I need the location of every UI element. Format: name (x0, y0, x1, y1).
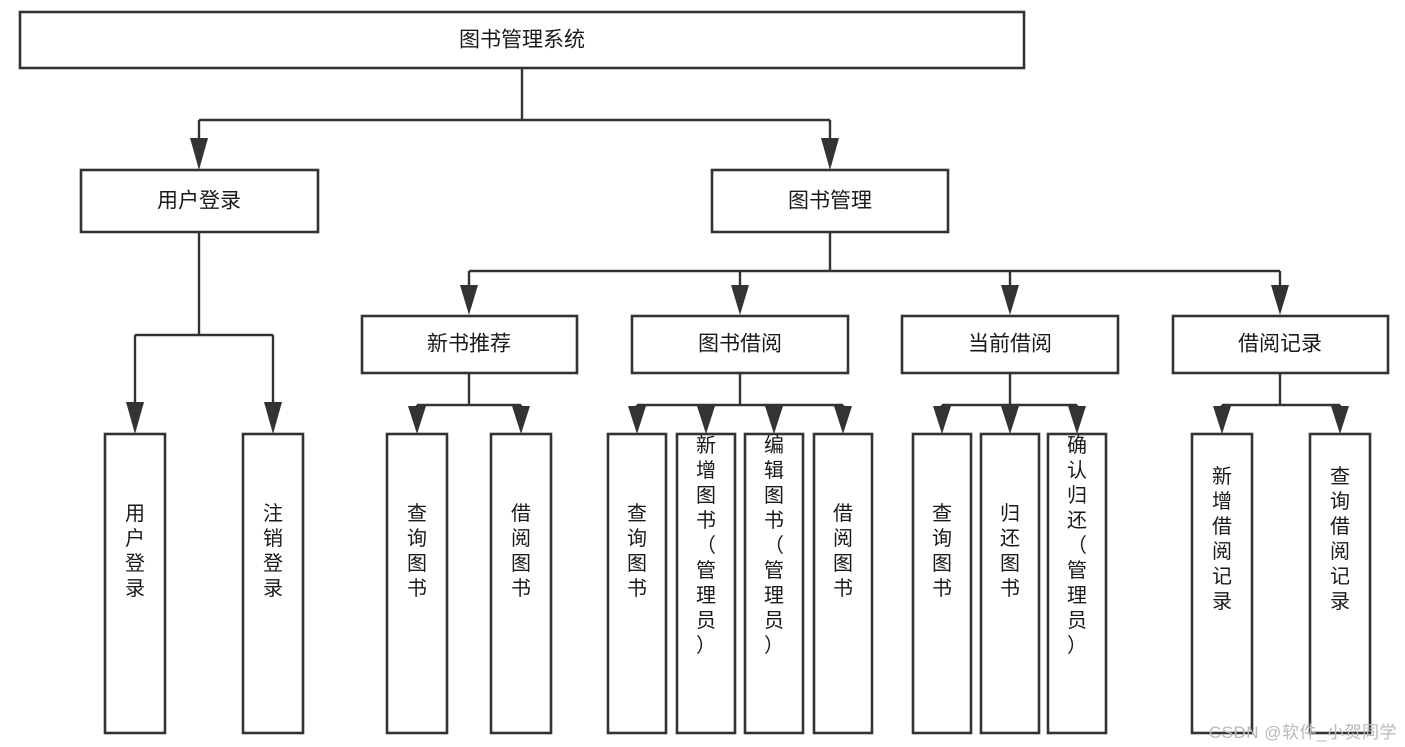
node-leaf-query-record-box[interactable] (1308, 432, 1372, 735)
node-leaf-borrow-book-2-label: 借阅图书 (833, 502, 853, 600)
node-leaf-add-book[interactable]: 新增图书（管理员） (675, 432, 737, 735)
arrow-head-leaf-query-book-2 (628, 406, 646, 434)
node-leaf-borrow-book-1[interactable]: 借阅图书 (489, 432, 553, 735)
arrow-head-leaf-query-book-3 (933, 406, 951, 434)
node-user-login-box[interactable] (79, 168, 320, 234)
node-user-login[interactable]: 用户登录 (79, 168, 320, 234)
node-leaf-edit-book[interactable]: 编辑图书（管理员） (743, 432, 805, 735)
node-new-book-rec-box[interactable] (360, 314, 579, 375)
connector-group-borrow-record (1213, 373, 1349, 434)
arrow-head-leaf-borrow-book-1 (512, 406, 530, 434)
node-leaf-confirm-return-label: 确认归还（管理员） (1067, 434, 1087, 657)
node-leaf-query-book-2-label: 查询图书 (627, 502, 647, 600)
node-leaf-user-login-box[interactable] (103, 432, 167, 735)
node-borrow-record-box[interactable] (1171, 314, 1390, 375)
arrow-head-leaf-borrow-book-2 (834, 406, 852, 434)
arrow-head-leaf-user-login (126, 402, 144, 434)
node-leaf-logout-box[interactable] (241, 432, 305, 735)
node-leaf-query-book-1-box[interactable] (385, 432, 449, 735)
node-book-manage-label: 图书管理 (788, 190, 872, 213)
arrow-head-leaf-confirm-return (1068, 406, 1086, 434)
node-leaf-confirm-return[interactable]: 确认归还（管理员） (1046, 432, 1108, 735)
node-book-manage-box[interactable] (710, 168, 950, 234)
node-root-label: 图书管理系统 (459, 29, 585, 52)
node-leaf-add-record[interactable]: 新增借阅记录 (1190, 432, 1254, 735)
node-leaf-query-book-1[interactable]: 查询图书 (385, 432, 449, 735)
node-leaf-add-book-box[interactable] (675, 432, 737, 735)
node-new-book-rec-label: 新书推荐 (427, 333, 511, 356)
node-book-borrow[interactable]: 图书借阅 (630, 314, 850, 375)
node-leaf-query-book-3[interactable]: 查询图书 (911, 432, 973, 735)
node-book-borrow-label: 图书借阅 (698, 333, 782, 356)
node-leaf-user-login-label: 用户登录 (125, 503, 145, 600)
node-current-borrow-box[interactable] (900, 314, 1120, 375)
node-book-borrow-box[interactable] (630, 314, 850, 375)
node-leaf-query-record-label: 查询借阅记录 (1330, 465, 1350, 613)
node-current-borrow[interactable]: 当前借阅 (900, 314, 1120, 375)
connector-group-book-borrow (628, 373, 852, 434)
node-root-box[interactable] (18, 10, 1026, 70)
node-leaf-query-record[interactable]: 查询借阅记录 (1308, 432, 1372, 735)
node-leaf-query-book-3-box[interactable] (911, 432, 973, 735)
arrow-head-user-login (190, 138, 208, 170)
arrow-head-leaf-add-book (697, 406, 715, 434)
arrow-head-leaf-query-record (1331, 406, 1349, 434)
node-borrow-record-label: 借阅记录 (1238, 333, 1322, 356)
node-leaf-logout[interactable]: 注销登录 (241, 432, 305, 735)
node-book-manage[interactable]: 图书管理 (710, 168, 950, 234)
arrow-head-leaf-edit-book (765, 406, 783, 434)
arrow-head-new-book-rec (460, 285, 478, 315)
node-leaf-add-record-label: 新增借阅记录 (1212, 465, 1232, 613)
connector-group-root (190, 68, 839, 170)
arrow-head-borrow-record (1271, 285, 1289, 315)
arrow-head-leaf-return-book (1001, 406, 1019, 434)
node-leaf-edit-book-box[interactable] (743, 432, 805, 735)
arrow-head-leaf-query-book-1 (408, 406, 426, 434)
node-borrow-record[interactable]: 借阅记录 (1171, 314, 1390, 375)
node-leaf-query-book-2[interactable]: 查询图书 (606, 432, 668, 735)
node-leaf-borrow-book-1-box[interactable] (489, 432, 553, 735)
node-leaf-logout-label: 注销登录 (263, 502, 283, 600)
node-leaf-add-book-label: 新增图书（管理员） (696, 434, 716, 657)
node-leaf-return-book[interactable]: 归还图书 (979, 432, 1041, 735)
node-leaf-query-book-2-box[interactable] (606, 432, 668, 735)
node-leaf-user-login[interactable]: 用户登录 (103, 432, 167, 735)
node-leaf-borrow-book-2[interactable]: 借阅图书 (812, 432, 874, 735)
arrow-head-book-borrow (731, 285, 749, 315)
arrow-head-leaf-logout (264, 402, 282, 434)
csdn-watermark: CSDN @软件_小贺同学 (1208, 723, 1397, 742)
connector-group-book-manage (460, 232, 1289, 315)
arrow-head-leaf-add-record (1213, 406, 1231, 434)
node-leaf-edit-book-label: 编辑图书（管理员） (764, 434, 784, 657)
node-new-book-rec[interactable]: 新书推荐 (360, 314, 579, 375)
connector-group-current-borrow (933, 373, 1086, 434)
node-leaf-confirm-return-box[interactable] (1046, 432, 1108, 735)
node-leaf-query-book-1-label: 查询图书 (407, 502, 427, 600)
node-leaf-query-book-3-label: 查询图书 (932, 502, 952, 600)
connector-group-new-book-rec (408, 373, 530, 434)
node-leaf-borrow-book-2-box[interactable] (812, 432, 874, 735)
node-user-login-label: 用户登录 (157, 190, 241, 213)
node-leaf-return-book-label: 归还图书 (1000, 502, 1020, 600)
node-current-borrow-label: 当前借阅 (968, 333, 1052, 356)
node-leaf-return-book-box[interactable] (979, 432, 1041, 735)
connector-group-user-login (126, 232, 282, 434)
node-root[interactable]: 图书管理系统 (18, 10, 1026, 70)
arrow-head-book-manage (821, 138, 839, 170)
node-leaf-add-record-box[interactable] (1190, 432, 1254, 735)
node-leaf-borrow-book-1-label: 借阅图书 (511, 502, 531, 600)
arrow-head-current-borrow (1001, 285, 1019, 315)
